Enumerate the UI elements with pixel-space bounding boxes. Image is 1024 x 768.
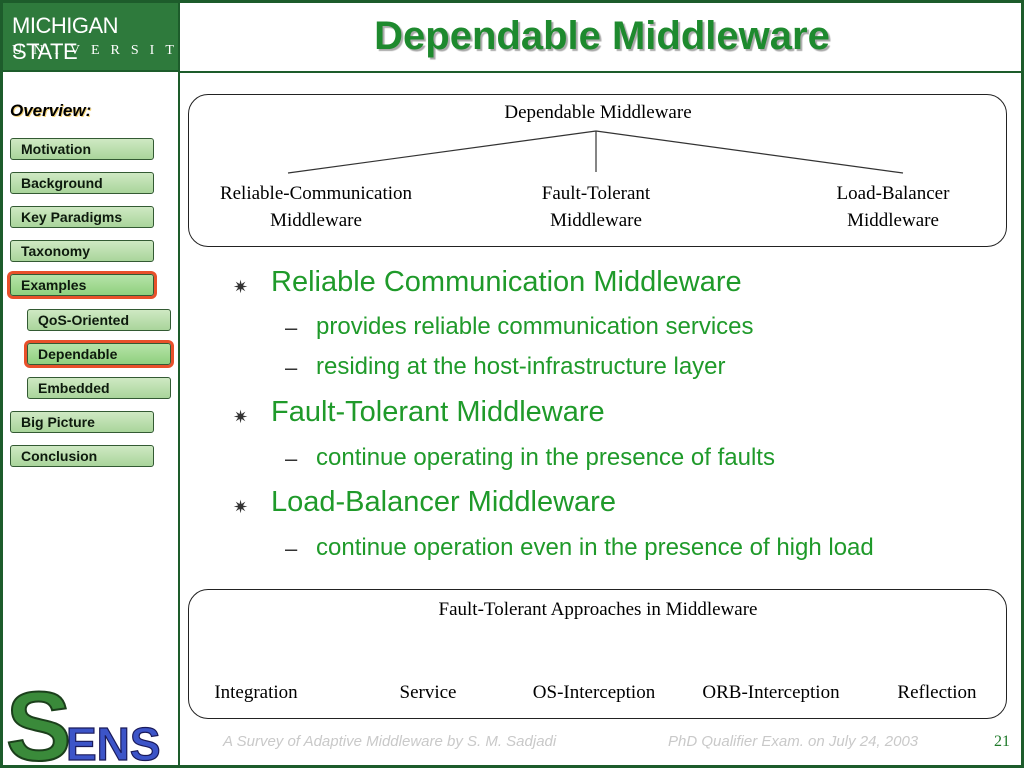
bullet-item: Load-Balancer Middleware <box>271 486 616 518</box>
overview-heading: Overview: <box>10 101 92 120</box>
bullet-star-icon: ✷ <box>233 277 249 297</box>
logo-line2: UNIVERSITY <box>12 43 206 58</box>
diagram-node: Fault-Tolerant Middleware <box>496 180 696 234</box>
node-line: Middleware <box>550 210 642 231</box>
sens-letter-s: S <box>6 676 71 768</box>
diagram-root: Dependable Middleware <box>504 102 692 123</box>
dash-icon: – <box>285 446 298 471</box>
node-line: Reliable-Communication <box>219 183 413 204</box>
nav-taxonomy[interactable]: Taxonomy <box>10 240 154 262</box>
node-line: Middleware <box>847 210 939 231</box>
header-divider <box>180 71 1021 73</box>
node-line: Middleware <box>270 210 362 231</box>
page-title: Dependable Middleware <box>374 14 830 58</box>
bullet-star-icon: ✷ <box>233 407 249 427</box>
sub-bullet-item: continue operation even in the presence … <box>316 534 874 561</box>
node-line: Fault-Tolerant <box>541 183 651 204</box>
nav-qos-oriented[interactable]: QoS-Oriented <box>27 309 171 331</box>
sub-bullet-item: residing at the host-infrastructure laye… <box>316 353 726 380</box>
footer-exam: PhD Qualifier Exam. on July 24, 2003 <box>668 733 919 750</box>
diagram-node: Load-Balancer Middleware <box>793 180 993 234</box>
logo-line1: MICHIGAN STATE <box>12 13 119 64</box>
nav-embedded[interactable]: Embedded <box>27 377 171 399</box>
sub-bullet-item: provides reliable communication services <box>316 313 754 340</box>
nav-motivation[interactable]: Motivation <box>10 138 154 160</box>
nav-big-picture[interactable]: Big Picture <box>10 411 154 433</box>
msu-logo: MICHIGAN STATE UNIVERSITY <box>3 3 195 72</box>
bullet-item: Fault-Tolerant Middleware <box>271 396 605 428</box>
diagram-node: Service <box>399 682 457 703</box>
diagram-node: ORB-Interception <box>702 682 840 703</box>
page-number: 21 <box>994 733 1010 750</box>
nav-examples[interactable]: Examples <box>10 274 154 296</box>
diagram-node: OS-Interception <box>532 682 656 703</box>
node-line: Load-Balancer <box>836 183 950 204</box>
dash-icon: – <box>285 536 298 561</box>
footer-author: A Survey of Adaptive Middleware by S. M.… <box>223 733 557 750</box>
nav-conclusion[interactable]: Conclusion <box>10 445 154 467</box>
sens-letters: ENS <box>66 718 161 768</box>
connector-line <box>595 130 904 174</box>
sens-logo: S ENS <box>5 676 161 768</box>
bullet-item: Reliable Communication Middleware <box>271 266 742 298</box>
bullet-star-icon: ✷ <box>233 497 249 517</box>
nav-background[interactable]: Background <box>10 172 154 194</box>
nav-key-paradigms[interactable]: Key Paradigms <box>10 206 154 228</box>
diagram-node: Reliable-Communication Middleware <box>196 180 436 234</box>
diagram-node: Integration <box>214 682 298 703</box>
diagram-node: Reflection <box>897 682 977 703</box>
fault-tolerant-approaches-diagram <box>188 589 1007 719</box>
middleware-diagram <box>188 94 1007 247</box>
sidebar-divider <box>178 71 180 768</box>
nav-dependable[interactable]: Dependable <box>27 343 171 365</box>
sub-bullet-item: continue operating in the presence of fa… <box>316 444 775 471</box>
dash-icon: – <box>285 355 298 380</box>
diagram-root: Fault-Tolerant Approaches in Middleware <box>438 599 758 620</box>
dash-icon: – <box>285 315 298 340</box>
connector-line <box>287 130 597 174</box>
